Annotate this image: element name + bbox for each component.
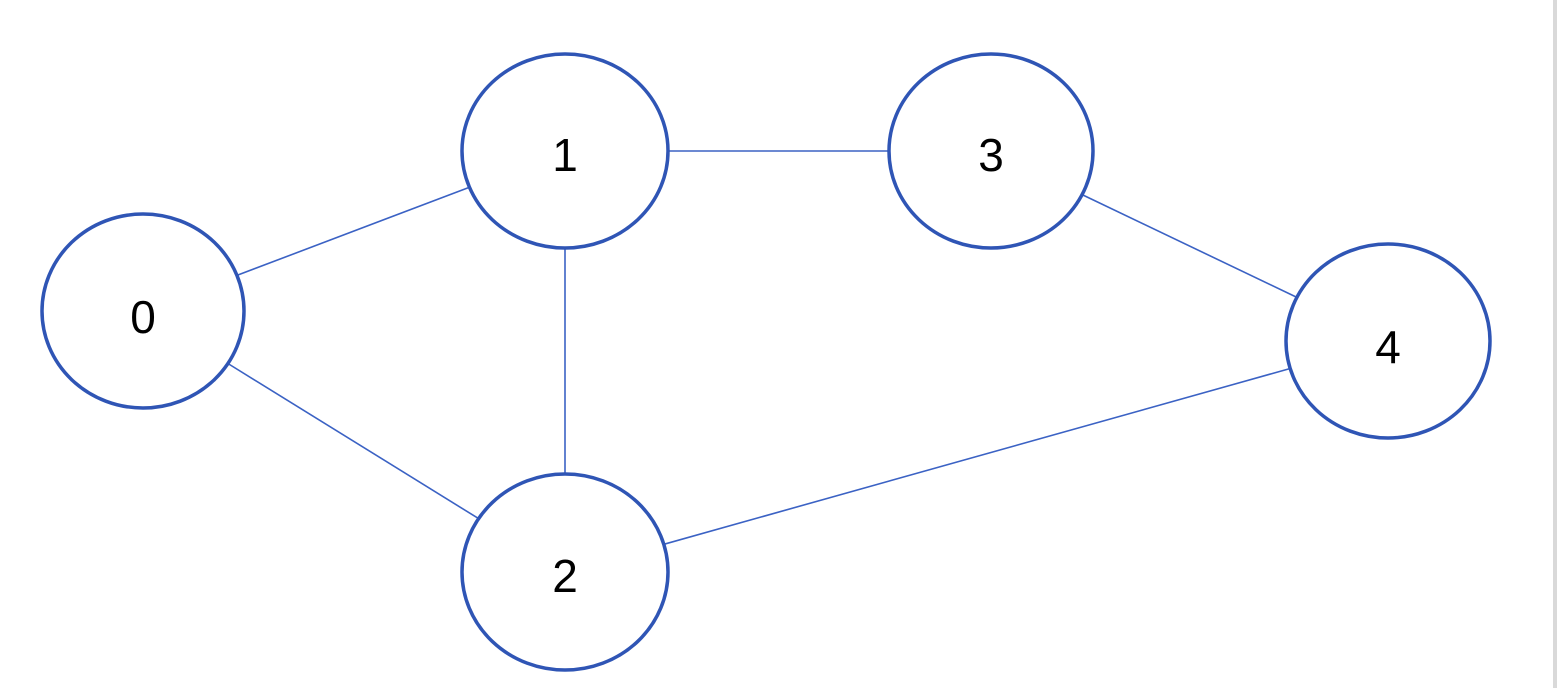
node-circle (1284, 242, 1492, 440)
node-label: 1 (552, 129, 578, 181)
graph-node-2: 2 (460, 472, 670, 672)
graph-node-1: 1 (460, 52, 670, 250)
node-label: 3 (978, 129, 1004, 181)
graph-node-0: 0 (40, 212, 246, 410)
node-label: 2 (552, 550, 578, 602)
node-label: 0 (130, 291, 156, 343)
edges-layer (227, 150, 1298, 546)
node-circle (40, 212, 246, 410)
node-circle (460, 52, 670, 250)
graph-node-3: 3 (887, 52, 1095, 250)
node-circle (887, 52, 1095, 250)
edge-3-4 (1081, 193, 1298, 299)
node-circle (460, 472, 670, 672)
node-label: 4 (1375, 321, 1401, 373)
edge-2-4 (663, 367, 1291, 546)
frame-edge (1553, 0, 1557, 688)
nodes-layer: 0 1 2 3 4 (40, 52, 1492, 672)
edge-0-2 (227, 362, 480, 520)
graph-node-4: 4 (1284, 242, 1492, 440)
edge-0-1 (236, 186, 470, 277)
